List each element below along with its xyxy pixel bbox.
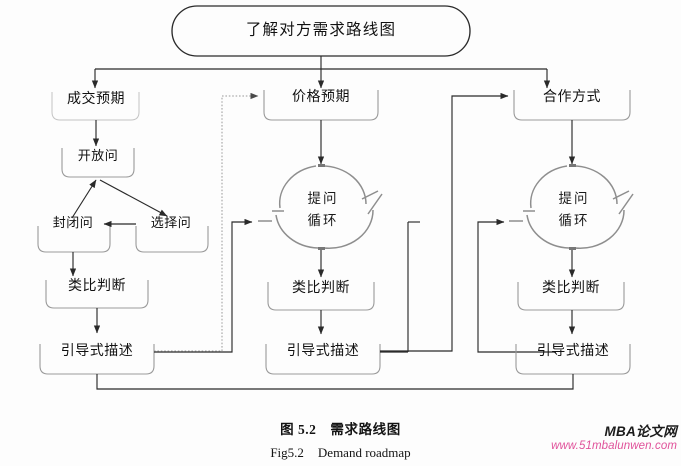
caption-chinese-label: 图 5.2 (280, 422, 317, 437)
node-left-guided-label: 引导式描述 (61, 343, 134, 359)
edge-left-guided-to-middle-head (154, 92, 259, 352)
edge-right-guided-to-right-cycle (477, 218, 556, 353)
caption-chinese: 图 5.2 需求路线图 (0, 418, 681, 438)
node-right-cycle: 提问 循环 (509, 164, 634, 250)
node-left-guided: 引导式描述 (39, 343, 155, 375)
node-right-guided: 引导式描述 (515, 343, 631, 375)
edge-left-guided-to-middle-cycle (154, 218, 253, 353)
node-left-head: 成交预期 (51, 90, 140, 121)
node-left-closed-question-label: 封闭问 (53, 215, 94, 230)
node-left-analogy-label: 类比判断 (68, 278, 126, 294)
node-middle-guided: 引导式描述 (265, 343, 381, 375)
node-middle-cycle: 提问 循环 (258, 164, 383, 250)
node-left-choice-question: 选择问 (135, 215, 209, 253)
node-left-head-label: 成交预期 (67, 90, 125, 107)
node-left-open-question-label: 开放问 (78, 148, 119, 163)
node-middle-analogy-label: 类比判断 (292, 280, 350, 296)
edge-open-to-choice (99, 179, 168, 217)
watermark-url: www.51mbalunwen.com (551, 439, 677, 452)
edge-middle-guided-to-right-head (380, 92, 509, 352)
node-left-open-question: 开放问 (61, 148, 135, 178)
node-left-analogy: 类比判断 (45, 278, 149, 309)
node-middle-head: 价格预期 (263, 89, 379, 121)
node-root-label: 了解对方需求路线图 (246, 21, 396, 39)
node-right-head-label: 合作方式 (543, 89, 601, 105)
node-right-analogy-label: 类比判断 (542, 280, 600, 296)
node-middle-cycle-label-1: 提问 (308, 191, 339, 206)
watermark: MBA论文网 www.51mbalunwen.com (551, 424, 677, 453)
node-left-closed-question: 封闭问 (37, 215, 111, 253)
edge-closed-to-open (71, 179, 97, 219)
roadmap-diagram: 了解对方需求路线图 成交预期 开放问 封闭问 选择问 (37, 5, 634, 390)
caption-english: Fig5.2 Demand roadmap (0, 445, 681, 461)
node-left-choice-question-label: 选择问 (151, 215, 192, 230)
caption-english-label: Fig5.2 (270, 445, 304, 460)
caption-chinese-text: 需求路线图 (330, 422, 401, 437)
node-right-cycle-label-1: 提问 (559, 191, 590, 206)
caption-english-text: Demand roadmap (317, 445, 411, 460)
node-right-analogy: 类比判断 (517, 280, 625, 311)
node-right-cycle-label-2: 循环 (559, 213, 590, 228)
node-middle-analogy: 类比判断 (267, 280, 375, 311)
node-middle-guided-label: 引导式描述 (287, 343, 360, 359)
node-middle-head-label: 价格预期 (292, 89, 350, 105)
node-right-head: 合作方式 (513, 89, 631, 121)
node-root: 了解对方需求路线图 (171, 5, 471, 57)
caption-zone: 图 5.2 需求路线图 Fig5.2 Demand roadmap (0, 400, 681, 466)
edge-bottom-feedback (96, 374, 574, 390)
node-middle-cycle-label-2: 循环 (308, 213, 339, 228)
watermark-brand: MBA论文网 (604, 424, 677, 439)
node-right-guided-label: 引导式描述 (537, 343, 610, 359)
